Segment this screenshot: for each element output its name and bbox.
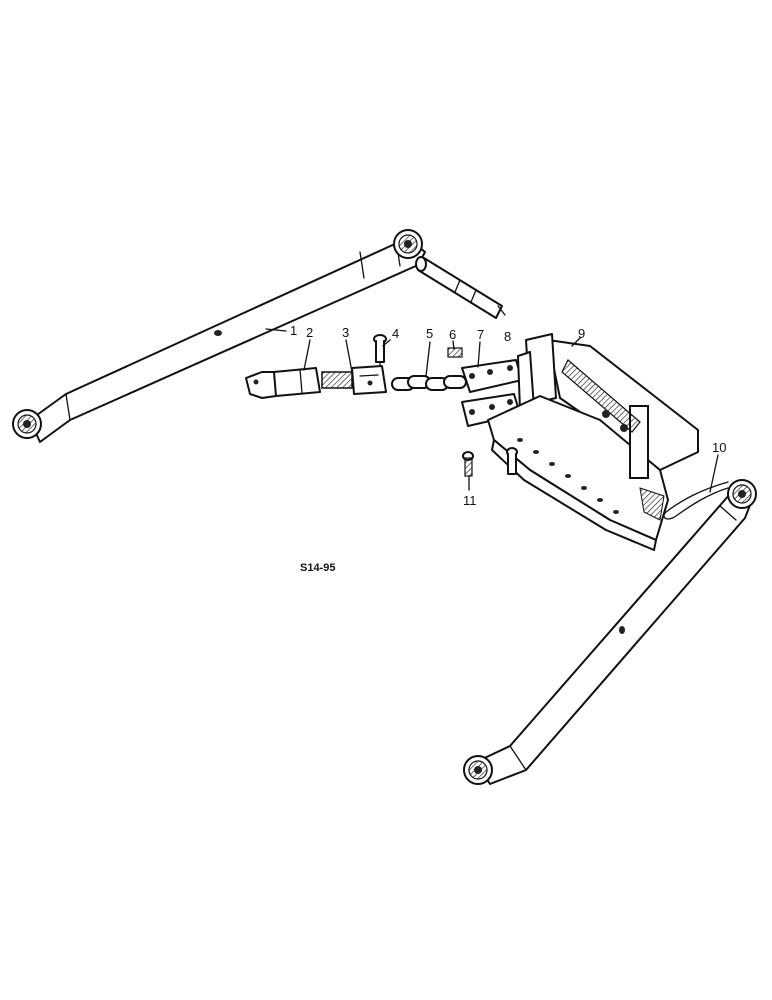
check-chain-bracket xyxy=(245,367,321,399)
left-lower-link-arm xyxy=(12,229,426,443)
callout-6: 6 xyxy=(449,327,456,342)
callout-1: 1 xyxy=(290,323,297,338)
callout-9: 9 xyxy=(578,326,585,341)
leader-lines xyxy=(265,305,719,493)
drawbar-frame xyxy=(487,333,699,551)
clevis-pin xyxy=(373,334,387,367)
linch-pin xyxy=(663,481,729,520)
cross-shaft-pin xyxy=(415,256,503,319)
callout-7: 7 xyxy=(477,327,484,342)
callout-labels: 1 2 3 4 5 6 7 8 9 10 11 xyxy=(290,323,726,508)
right-lower-link-arm xyxy=(463,479,757,785)
turnbuckle-adjuster xyxy=(321,365,387,395)
callout-3: 3 xyxy=(342,325,349,340)
stabilizer-plates xyxy=(461,359,523,427)
callout-4: 4 xyxy=(392,326,399,341)
check-chain xyxy=(391,375,467,391)
callout-2: 2 xyxy=(306,325,313,340)
mounting-bolts xyxy=(462,447,518,477)
callout-11: 11 xyxy=(463,493,477,508)
callout-5: 5 xyxy=(426,326,433,341)
nut xyxy=(447,347,463,358)
callout-10: 10 xyxy=(712,440,726,455)
callout-8: 8 xyxy=(504,329,511,344)
diagram-code: S14-95 xyxy=(300,562,335,574)
